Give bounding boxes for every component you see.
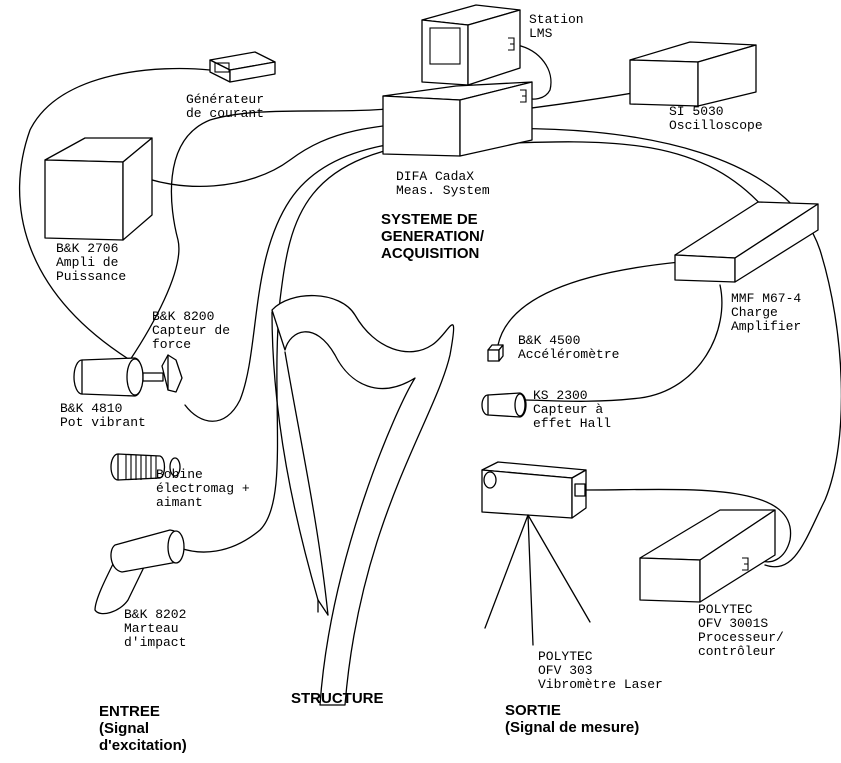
cable-generateur-pot [18, 67, 211, 361]
processeur-device [639, 509, 776, 603]
cable-difa-polytec [459, 127, 841, 568]
generateur-device [209, 51, 276, 83]
station-lms-device [421, 4, 521, 86]
mmf-device [674, 201, 819, 283]
hall-sensor-device [481, 392, 527, 418]
cable-mmf-accelero [497, 261, 681, 346]
cable-difa-mmf [454, 141, 771, 216]
ampli-device [44, 137, 153, 241]
bobine-device [110, 453, 181, 481]
section-sortie: SORTIE(Signal de mesure) [505, 702, 640, 736]
harpe-structure [271, 294, 455, 706]
cable-difa-ampli [129, 107, 399, 361]
cable-difa-marteau [179, 139, 456, 553]
cable-station-difa [516, 44, 552, 100]
pot-vibrant-device [73, 357, 164, 397]
accelerometre-device [487, 344, 504, 362]
section-structure: STRUCTURE [291, 690, 384, 707]
marteau-device [94, 529, 185, 615]
force-sensor-device [161, 354, 183, 393]
cable-mmf-hall [524, 284, 723, 402]
cable-laser-processeur [584, 488, 792, 563]
oscilloscope-device [629, 41, 757, 107]
difa-device [382, 81, 533, 157]
laser-device [481, 461, 591, 646]
